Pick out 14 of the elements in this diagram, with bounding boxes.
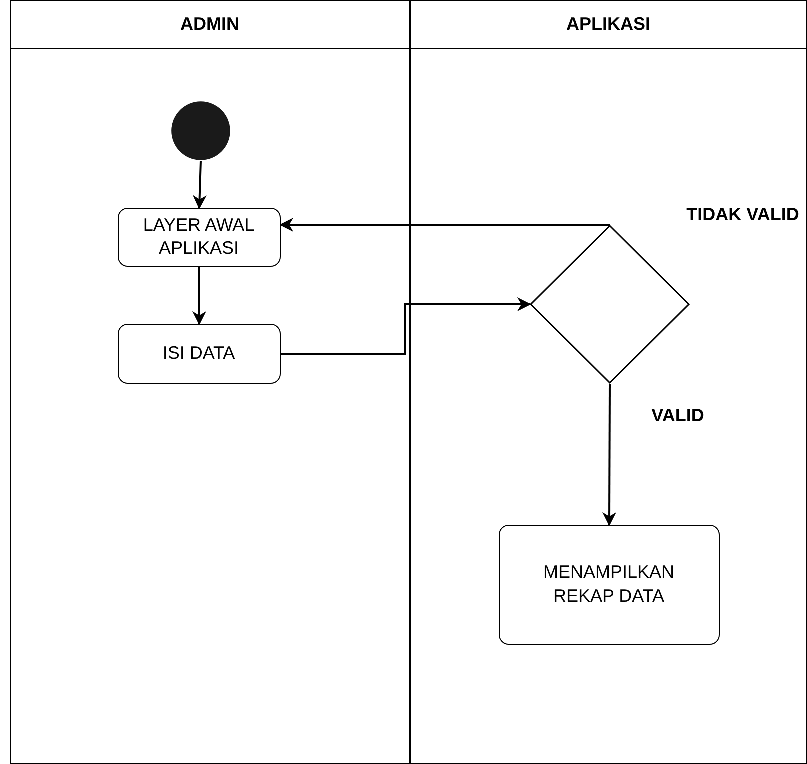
lane-heading: ADMIN xyxy=(180,14,240,35)
lane-heading: APLIKASI xyxy=(566,14,650,35)
activity-box: ISI DATA xyxy=(118,324,280,384)
decision-diamond xyxy=(530,224,690,384)
arrow xyxy=(602,384,617,526)
activity-box: LAYER AWAL APLIKASI xyxy=(118,208,280,266)
swimlane xyxy=(410,0,807,764)
arrow xyxy=(192,267,206,326)
arrow xyxy=(280,218,610,232)
swimlane xyxy=(10,0,410,764)
start-node xyxy=(170,100,230,160)
arrow xyxy=(192,160,207,210)
arrow xyxy=(281,298,532,355)
activity-box: MENAMPILKAN REKAP DATA xyxy=(498,524,720,644)
